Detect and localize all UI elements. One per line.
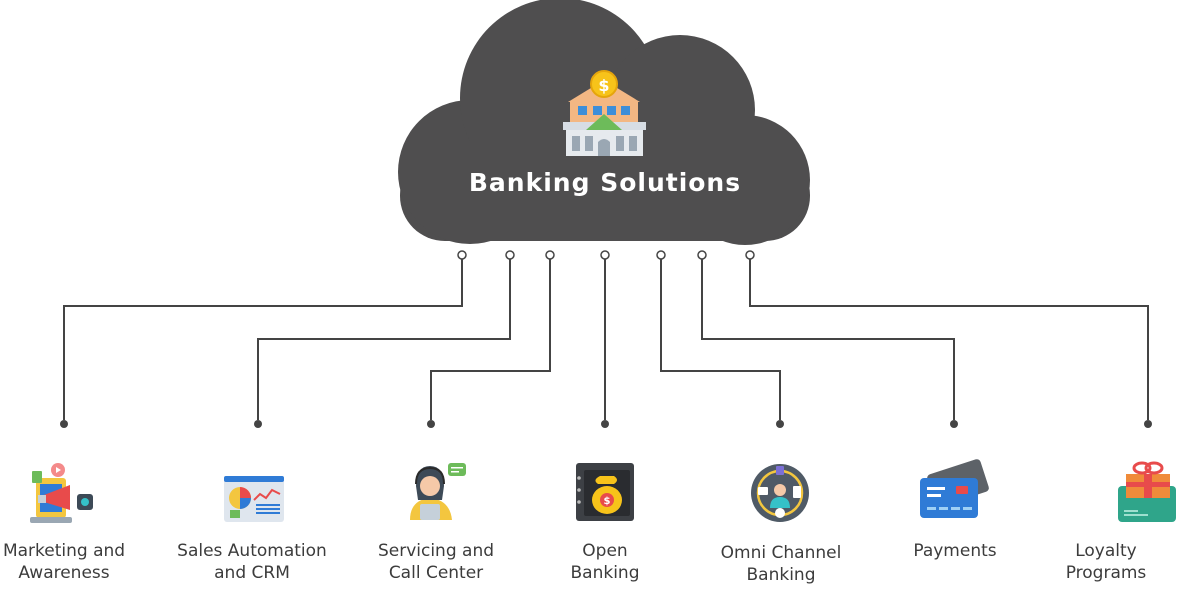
connector-loyalty: [749, 259, 1149, 420]
node-label-line: and CRM: [214, 563, 290, 583]
node-label-line: Banking: [746, 565, 816, 585]
connector-ports: [457, 250, 755, 260]
cloud-shape: [398, 0, 810, 245]
node-label-line: Loyalty: [1075, 541, 1137, 561]
node-label-line: Omni Channel: [720, 543, 842, 563]
connector-payments: [701, 259, 955, 420]
node-label-sales: Sales Automation and CRM: [167, 540, 337, 584]
svg-text:$: $: [604, 496, 611, 507]
call-center-agent-icon: [410, 463, 466, 520]
node-label-line: Open: [582, 541, 628, 561]
bank-building-icon: $: [563, 70, 646, 156]
connector-endpoints: [60, 420, 1152, 428]
node-label-line: Programs: [1065, 563, 1147, 583]
connector-sales: [257, 259, 511, 420]
node-label-line: Payments: [913, 541, 997, 561]
connector-lines: [63, 259, 1149, 420]
omni-channel-icon: [751, 464, 809, 522]
node-label-omni: Omni Channel Banking: [696, 542, 866, 586]
node-label-servicing: Servicing and Call Center: [351, 540, 521, 584]
connector-marketing: [63, 259, 463, 420]
gift-icon: [1118, 461, 1176, 522]
node-label-marketing: Marketing and Awareness: [0, 540, 149, 584]
hub-title: Banking Solutions: [468, 168, 742, 197]
node-label-open-banking: Open Banking: [520, 540, 690, 584]
node-label-line: Sales Automation: [177, 541, 327, 561]
node-label-line: Marketing and: [2, 541, 126, 561]
node-label-line: Call Center: [388, 563, 484, 583]
connector-omni: [660, 259, 781, 420]
node-label-line: Awareness: [18, 563, 110, 583]
dashboard-chart-icon: [224, 476, 284, 522]
node-label-loyalty: Loyalty Programs: [1021, 540, 1191, 584]
svg-text:$: $: [598, 76, 609, 95]
credit-card-icon: [920, 459, 989, 518]
node-label-line: Banking: [570, 563, 640, 583]
connector-servicing: [430, 259, 551, 420]
node-label-payments: Payments: [870, 540, 1040, 562]
safe-money-bag-icon: $: [576, 463, 634, 521]
megaphone-icon: [30, 463, 93, 523]
node-label-line: Servicing and: [377, 541, 495, 561]
